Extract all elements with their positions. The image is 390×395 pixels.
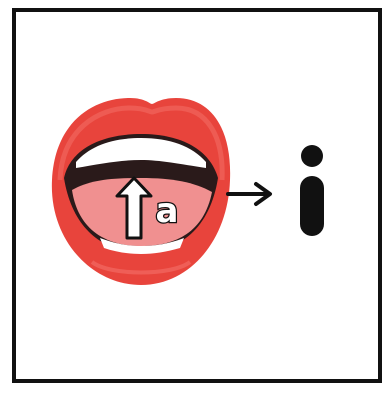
vowel-label: a — [156, 191, 179, 231]
up-arrow-icon — [115, 176, 153, 240]
right-arrow-icon — [226, 182, 272, 206]
result-letter — [300, 145, 324, 236]
upper-teeth — [76, 138, 206, 168]
result-letter-text: i — [312, 0, 313, 1]
lower-teeth — [100, 238, 184, 254]
